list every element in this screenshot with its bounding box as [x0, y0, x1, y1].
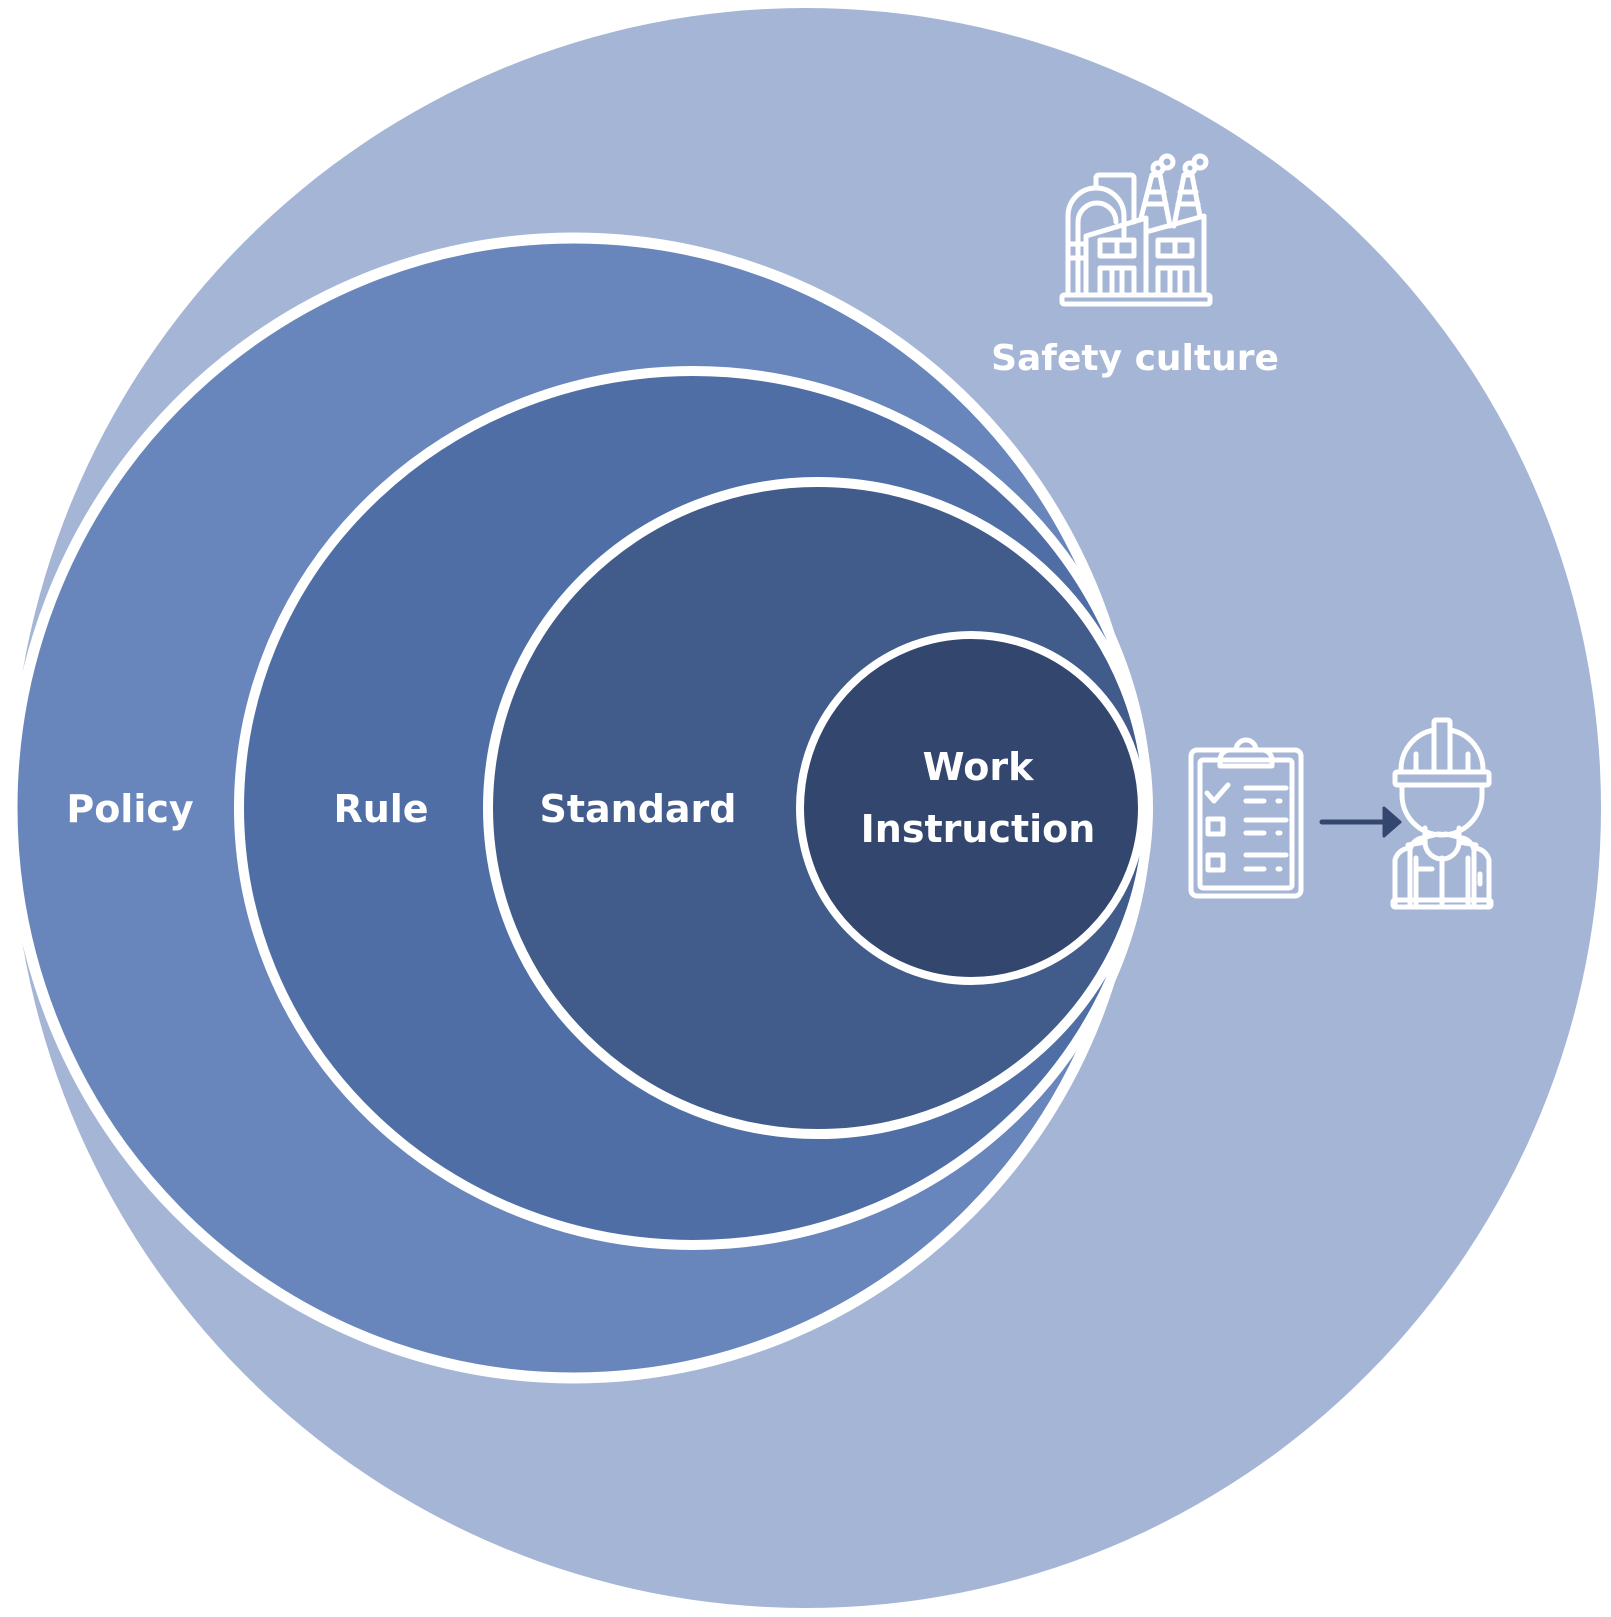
- construction-worker-icon: [1390, 717, 1494, 910]
- rule-label: Rule: [333, 787, 428, 831]
- factory-icon: [1059, 153, 1213, 307]
- arrow-right-icon: [1319, 806, 1402, 838]
- clipboard-checklist-icon: [1188, 737, 1304, 899]
- standard-label: Standard: [539, 787, 736, 831]
- work-instruction-label-line1: Work: [923, 745, 1034, 789]
- work-instruction-label-line2: Instruction: [861, 807, 1096, 851]
- work-instruction-circle: [796, 631, 1146, 985]
- safety-culture-label: Safety culture: [991, 338, 1279, 379]
- policy-label: Policy: [66, 787, 194, 831]
